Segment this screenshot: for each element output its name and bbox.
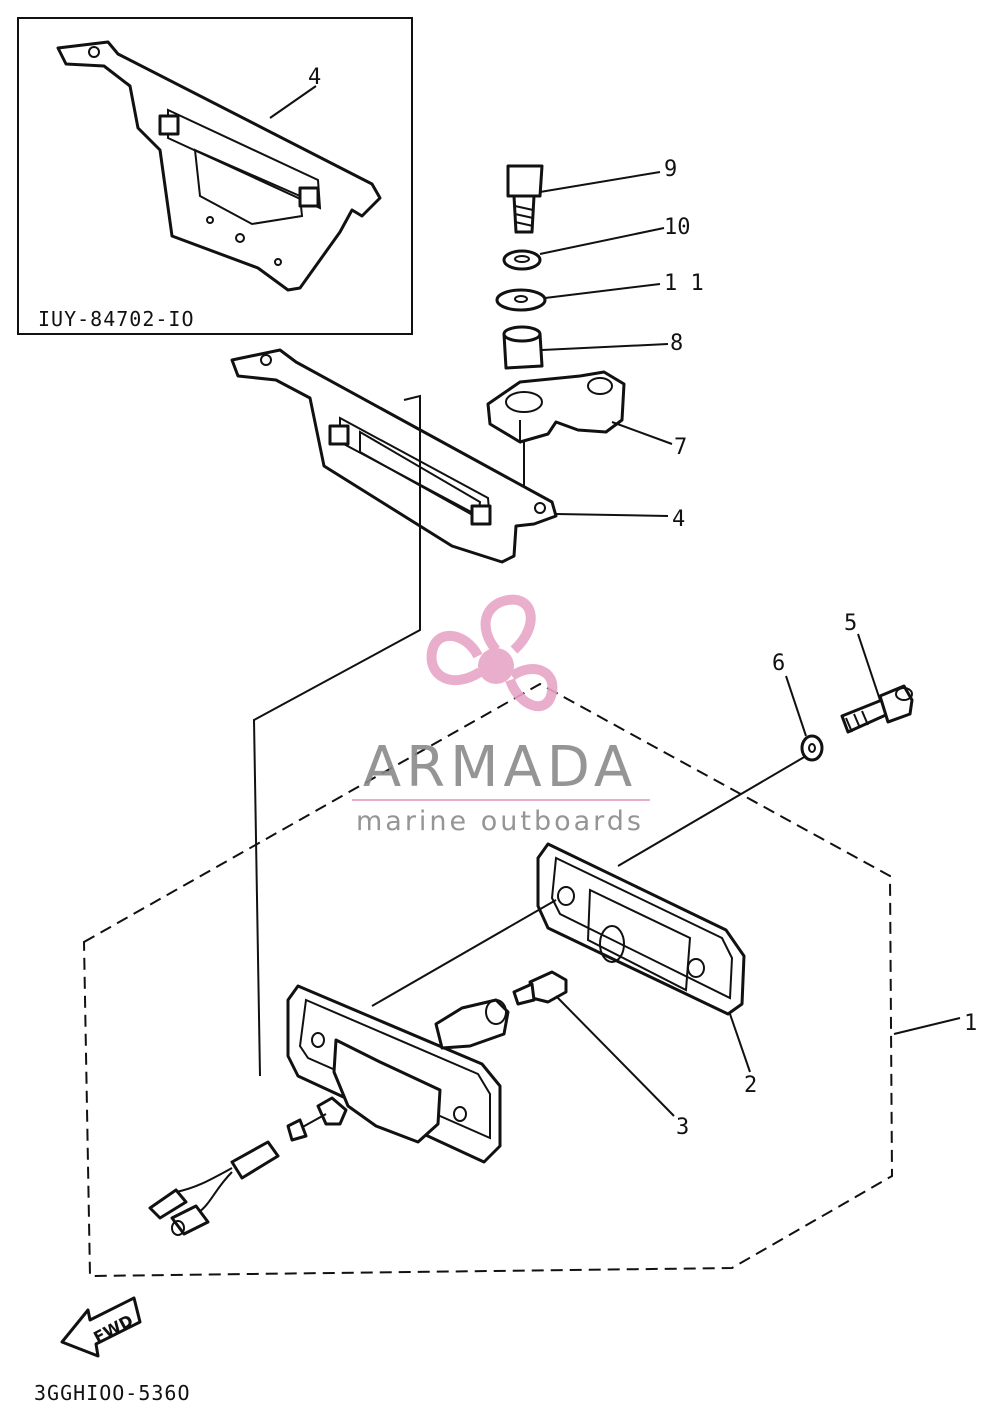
leader-4 <box>555 513 669 517</box>
callout-2: 2 <box>744 1073 757 1098</box>
callout-4: 4 <box>672 507 685 532</box>
inset-bracket <box>56 40 382 292</box>
leader-6 <box>785 675 807 737</box>
washer-6 <box>800 734 824 762</box>
inset-leader-4 <box>269 85 317 119</box>
callout-8: 8 <box>670 331 683 356</box>
watermark: ARMADA marine outboards <box>352 594 650 837</box>
callout-3: 3 <box>676 1115 689 1140</box>
leader-2 <box>729 1013 751 1073</box>
axis-line-lens <box>371 899 557 1007</box>
inset-frame <box>17 17 413 335</box>
callout-7: 7 <box>674 435 687 460</box>
bolt-9 <box>506 164 544 234</box>
leader-10 <box>539 227 665 255</box>
callout-10: 10 <box>664 215 691 240</box>
diagram-code: 3GGHIOO-536O <box>34 1381 191 1405</box>
callout-6: 6 <box>772 651 785 676</box>
bolt-5 <box>840 684 914 734</box>
axis-line-screw <box>617 755 807 867</box>
bulb-3 <box>512 970 568 1006</box>
leader-9 <box>539 171 661 193</box>
arm-7 <box>486 370 626 444</box>
reference-line-left <box>252 394 421 1077</box>
inset-panel: 4 IUY-84702-IO <box>17 17 413 335</box>
bracket-4 <box>230 348 558 564</box>
leader-11 <box>544 283 661 299</box>
propeller-logo-icon <box>426 594 558 712</box>
wire-harness <box>148 1096 348 1236</box>
inset-part-code: IUY-84702-IO <box>38 307 195 331</box>
watermark-tagline: marine outboards <box>356 806 644 837</box>
lock-washer-10 <box>502 249 542 271</box>
lens-2 <box>536 842 746 1016</box>
callout-11: 1 1 <box>664 271 704 296</box>
callout-1: 1 <box>964 1011 977 1036</box>
assembly-outline <box>82 682 894 1278</box>
leader-8 <box>541 343 669 351</box>
lamp-housing <box>286 984 502 1164</box>
collar-8 <box>502 325 544 370</box>
callout-5: 5 <box>844 611 857 636</box>
callout-inset-4: 4 <box>308 65 321 90</box>
leader-3 <box>555 995 675 1117</box>
leader-1 <box>893 1017 961 1035</box>
leader-5 <box>857 633 881 701</box>
washer-11 <box>495 288 547 312</box>
leader-7 <box>611 421 673 445</box>
callout-9: 9 <box>664 157 677 182</box>
fwd-arrow-icon: FWD <box>60 1296 142 1358</box>
socket <box>434 998 510 1050</box>
watermark-brand: ARMADA <box>363 735 637 800</box>
